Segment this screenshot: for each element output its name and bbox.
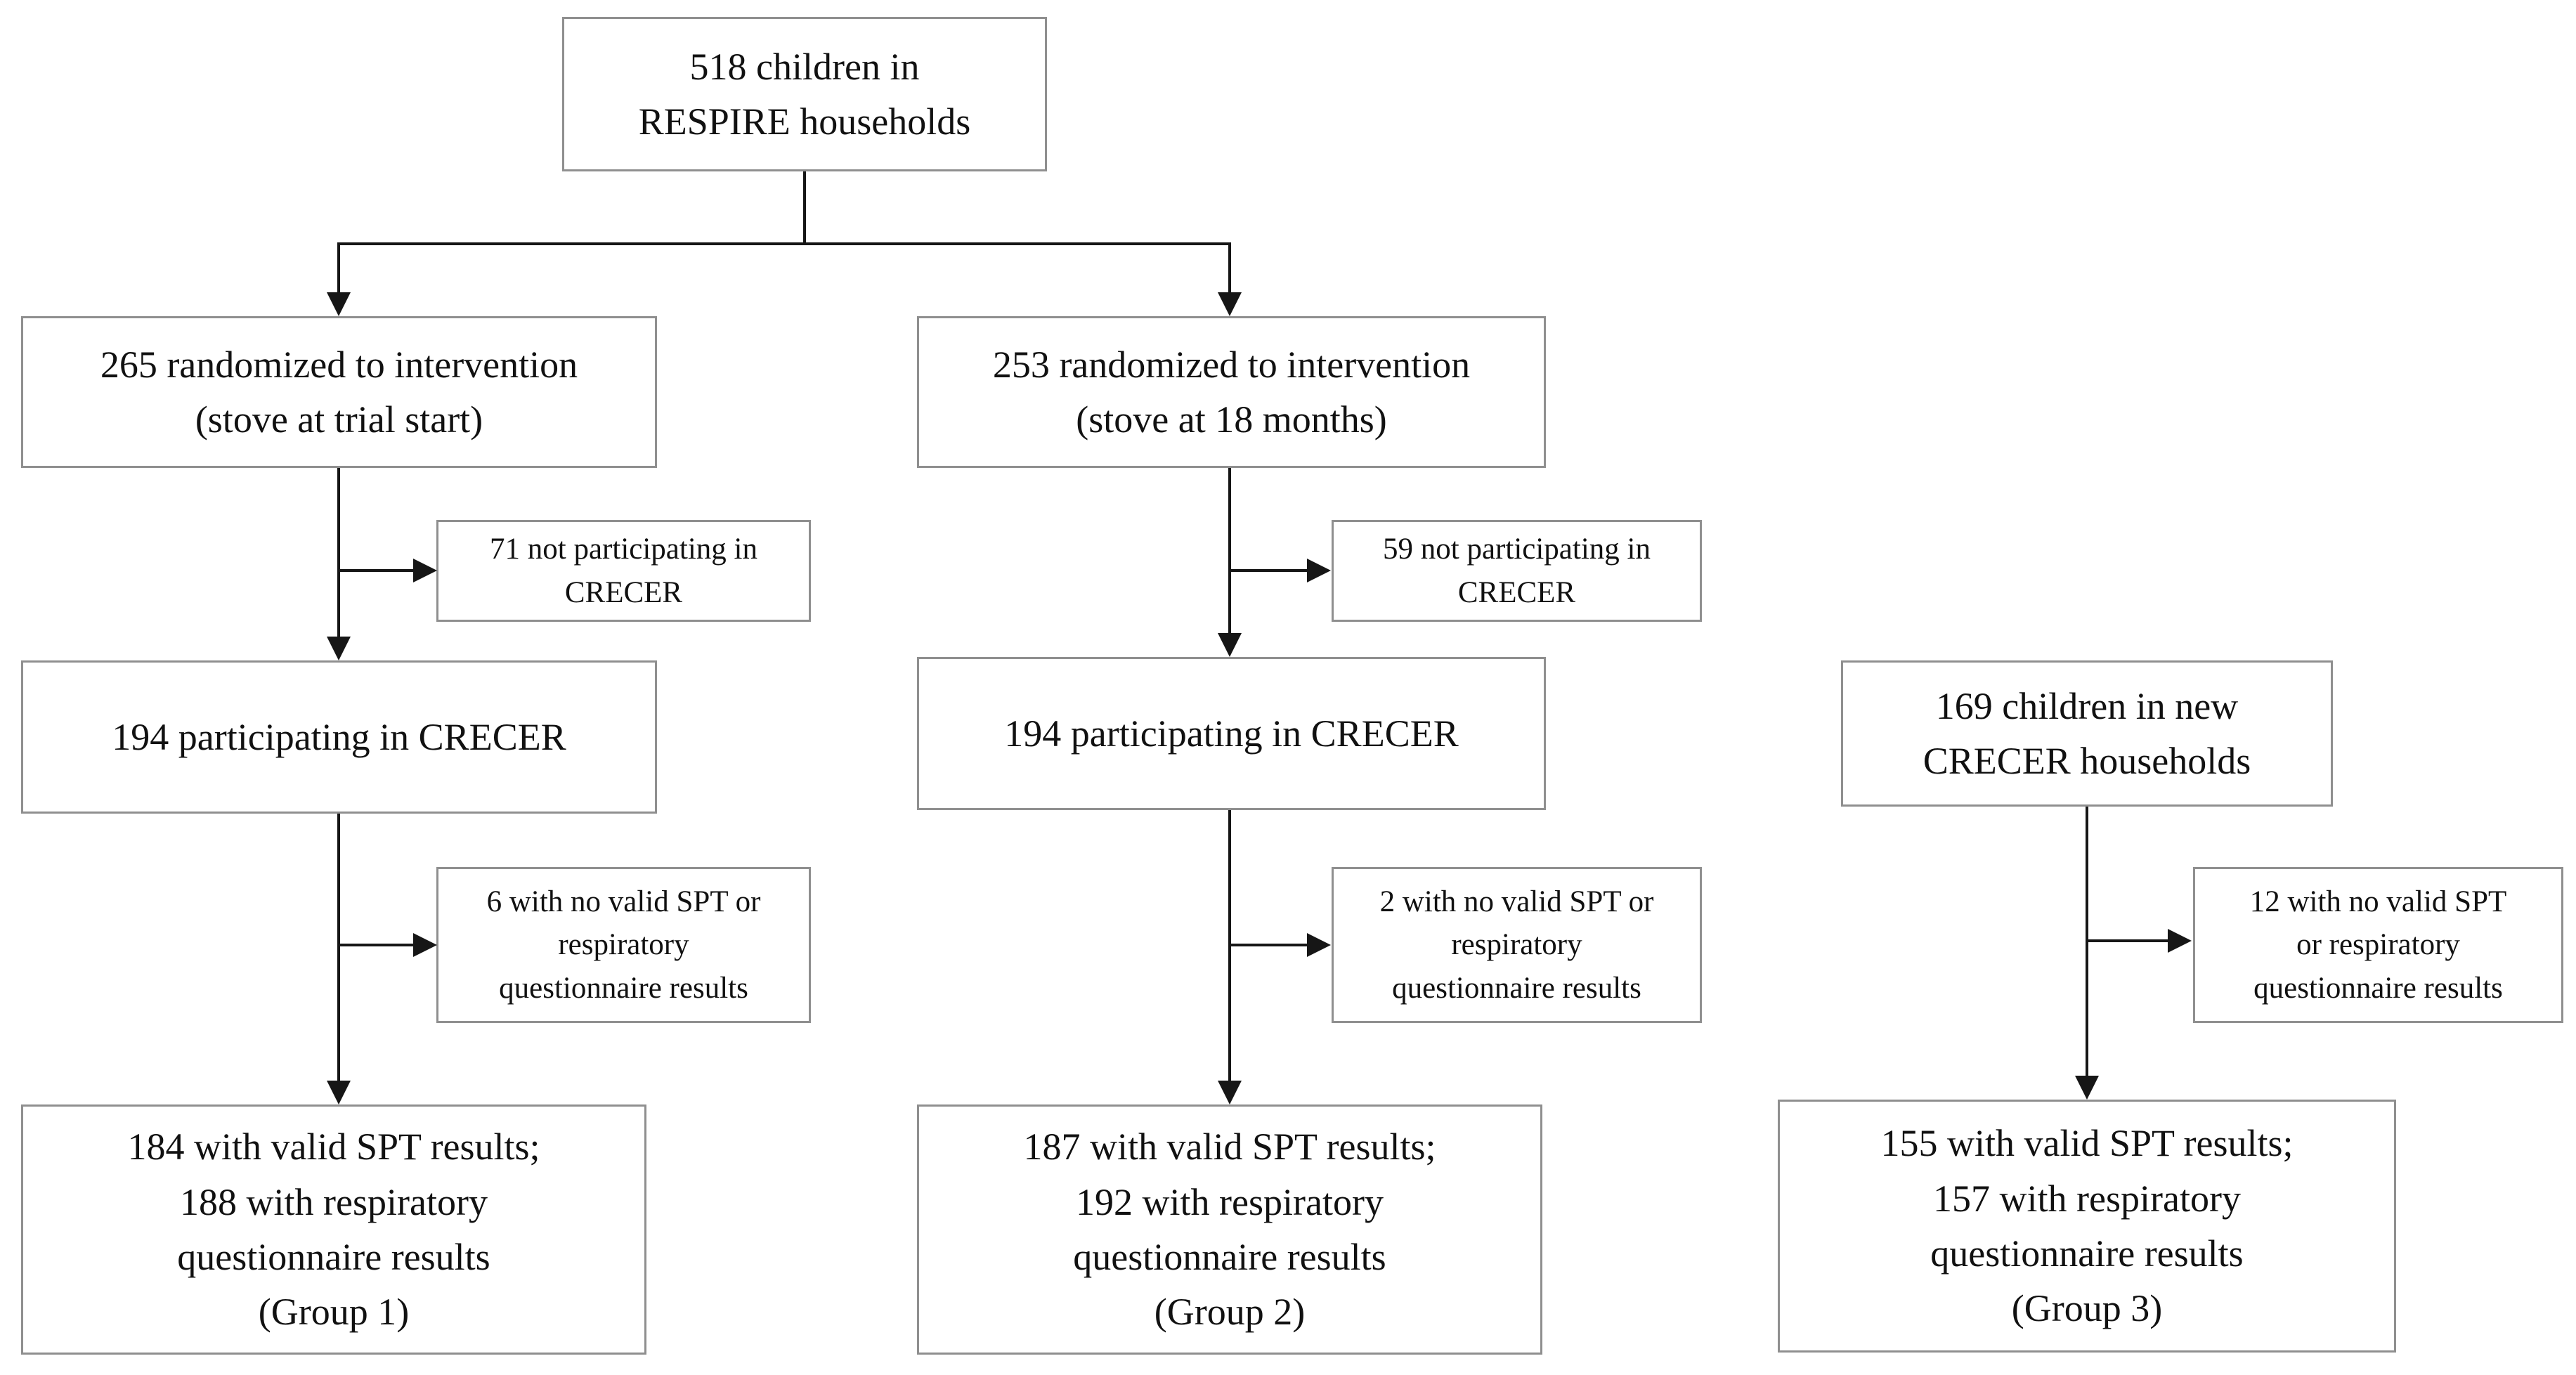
- connector-group1-randomized-to-participating: [337, 468, 340, 638]
- arrowhead-into-group3-final: [2075, 1076, 2099, 1100]
- connector-group2-randomized-to-participating: [1228, 468, 1231, 633]
- arrowhead-into-group1-participating: [327, 637, 351, 660]
- arrowhead-into-group1-no-valid-results: [413, 933, 437, 957]
- arrowhead-into-group1-randomized: [327, 292, 351, 316]
- group1-no-valid-results-box: 6 with no valid SPT or respiratory quest…: [436, 867, 811, 1023]
- group2-not-participating-box: 59 not participating in CRECER: [1332, 520, 1702, 622]
- group3-new-households-box: 169 children in new CRECER households: [1841, 660, 2333, 807]
- arrowhead-into-group2-not-participating: [1307, 559, 1331, 582]
- group3-no-valid-results-box: 12 with no valid SPT or respiratory ques…: [2193, 867, 2563, 1023]
- connector-group1-excluded-branch-2: [339, 944, 415, 946]
- arrowhead-into-group2-no-valid-results: [1307, 933, 1331, 957]
- group1-participating-box: 194 participating in CRECER: [21, 660, 657, 814]
- group2-no-valid-results-box: 2 with no valid SPT or respiratory quest…: [1332, 867, 1702, 1023]
- connector-drop-group2: [1228, 242, 1231, 293]
- connector-group1-excluded-branch-1: [339, 569, 415, 572]
- group2-participating-box: 194 participating in CRECER: [917, 657, 1546, 810]
- connector-group3-excluded-branch: [2087, 939, 2169, 942]
- group1-final-box: 184 with valid SPT results; 188 with res…: [21, 1104, 646, 1355]
- arrowhead-into-group1-not-participating: [413, 559, 437, 582]
- group2-randomized-box: 253 randomized to intervention (stove at…: [917, 316, 1546, 468]
- arrowhead-into-group3-no-valid-results: [2168, 929, 2192, 953]
- connector-top-bar: [337, 242, 1231, 245]
- connector-group2-excluded-branch-2: [1230, 944, 1308, 946]
- arrowhead-into-group2-randomized: [1218, 292, 1242, 316]
- top-box-respire-households: 518 children in RESPIRE households: [562, 17, 1047, 171]
- group1-not-participating-box: 71 not participating in CRECER: [436, 520, 811, 622]
- connector-group1-participating-to-final: [337, 814, 340, 1081]
- arrowhead-into-group2-final: [1218, 1081, 1242, 1104]
- arrowhead-into-group1-final: [327, 1081, 351, 1104]
- connector-group2-excluded-branch-1: [1230, 569, 1308, 572]
- arrowhead-into-group2-participating: [1218, 633, 1242, 657]
- group1-randomized-box: 265 randomized to intervention (stove at…: [21, 316, 657, 468]
- connector-top-stem: [803, 171, 806, 244]
- group2-final-box: 187 with valid SPT results; 192 with res…: [917, 1104, 1542, 1355]
- group3-final-box: 155 with valid SPT results; 157 with res…: [1778, 1100, 2396, 1353]
- connector-drop-group1: [337, 242, 340, 293]
